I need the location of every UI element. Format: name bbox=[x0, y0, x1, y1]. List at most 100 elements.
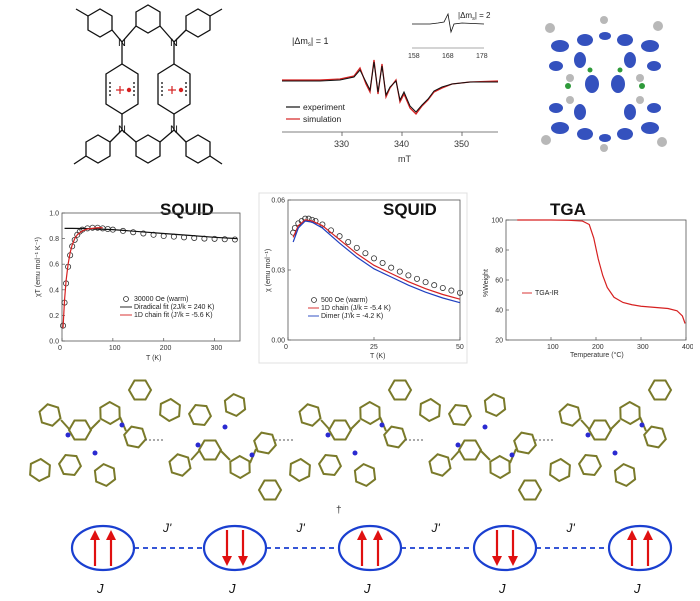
chart1-xlabel: T (K) bbox=[146, 355, 161, 362]
chart1-ytick: 0.6 bbox=[49, 262, 59, 269]
ring bbox=[257, 479, 283, 501]
nitrogen-atom bbox=[482, 424, 488, 430]
chart3-xtick: 300 bbox=[637, 344, 649, 351]
ring bbox=[428, 453, 452, 477]
chart2-point bbox=[371, 255, 378, 262]
spin-site-ellipse bbox=[472, 524, 538, 572]
ring bbox=[67, 419, 93, 441]
ring bbox=[99, 400, 121, 426]
chart2-point bbox=[336, 233, 343, 240]
chart2-point bbox=[405, 272, 412, 279]
epr-xlabel: mT bbox=[398, 154, 411, 164]
chart1-ylabel: χT (emu mol⁻¹ K⁻¹) bbox=[35, 237, 42, 297]
nitrogen-atom bbox=[92, 450, 98, 456]
chart2-ytick: 0.06 bbox=[271, 198, 285, 205]
ring bbox=[187, 403, 213, 427]
arrow-head bbox=[508, 556, 518, 566]
chart2-point bbox=[431, 282, 438, 289]
ring bbox=[38, 403, 62, 427]
chart2-point bbox=[413, 275, 420, 282]
epr-legend-experiment: experiment bbox=[303, 102, 346, 112]
chart1-xtick: 200 bbox=[160, 345, 172, 352]
chart3-ytick: 80 bbox=[495, 248, 503, 255]
jprime-label: J' bbox=[431, 521, 441, 535]
ring bbox=[168, 453, 192, 477]
chart1-point bbox=[99, 225, 106, 232]
chart1-point bbox=[160, 233, 167, 240]
chart3-xtick: 400 bbox=[682, 344, 693, 351]
arrow-head bbox=[627, 530, 637, 540]
chart3-ytick: 60 bbox=[495, 278, 503, 285]
chart3-legend-0: TGA-IR bbox=[535, 290, 559, 297]
ring bbox=[93, 462, 117, 488]
spin-site-ellipse bbox=[70, 524, 136, 572]
chart1-ytick: 0.4 bbox=[49, 287, 59, 294]
nitrogen-atom bbox=[195, 442, 201, 448]
svg-text:†: † bbox=[336, 505, 342, 515]
arrow-head bbox=[373, 530, 383, 540]
nitrogen-atom bbox=[65, 432, 71, 438]
chart2-point bbox=[422, 279, 429, 286]
chart2-point bbox=[362, 250, 369, 257]
j-label: J bbox=[96, 581, 104, 596]
ring bbox=[289, 457, 311, 483]
ring bbox=[327, 419, 353, 441]
chart2-xtick: 25 bbox=[370, 344, 378, 351]
chart1-xtick: 0 bbox=[58, 345, 62, 352]
chart1-xtick: 100 bbox=[109, 345, 121, 352]
ring bbox=[457, 439, 483, 461]
spin-chain-schematic: JJ'JJ'JJ'JJ'J bbox=[70, 521, 673, 596]
chart2-ytick: 0.03 bbox=[271, 268, 285, 275]
chart2-point bbox=[439, 284, 446, 291]
svg-text:N: N bbox=[170, 37, 178, 49]
ring bbox=[29, 457, 51, 483]
ring bbox=[317, 453, 343, 477]
ring bbox=[229, 454, 251, 480]
arrow-head bbox=[492, 556, 502, 566]
svg-text:N: N bbox=[118, 124, 126, 136]
chart2-point bbox=[388, 264, 395, 271]
chart1-ytick: 0.8 bbox=[49, 236, 59, 243]
nitrogen-atom bbox=[222, 424, 228, 430]
epr-inset-tick-168: 168 bbox=[442, 53, 454, 60]
chart1-point bbox=[130, 229, 137, 236]
epr-main-label: |Δms| = 1 bbox=[292, 36, 328, 48]
ring bbox=[447, 403, 473, 427]
nitrogen-atom bbox=[325, 432, 331, 438]
chart2-ytick: 0.00 bbox=[271, 338, 285, 345]
arrow-head bbox=[238, 556, 248, 566]
spin-site-ellipse bbox=[202, 524, 268, 572]
chart2-point bbox=[396, 268, 403, 275]
chart1-ytick: 0.0 bbox=[49, 339, 59, 346]
ring bbox=[419, 397, 441, 423]
epr-inset-tick-158: 158 bbox=[408, 53, 420, 60]
j-label: J bbox=[228, 581, 236, 596]
epr-experiment-trace bbox=[282, 61, 498, 113]
nitrogen-atom bbox=[352, 450, 358, 456]
spin-site-ellipse bbox=[337, 524, 403, 572]
nitrogen-atom bbox=[119, 422, 125, 428]
ring bbox=[359, 400, 381, 426]
chart1-point bbox=[211, 235, 218, 242]
ring bbox=[57, 453, 83, 477]
epr-inset: 158 168 178 |Δms| = 2 bbox=[408, 11, 491, 60]
chart1-legend-2: 1D chain fit (J'/k = -5.6 K) bbox=[134, 312, 213, 319]
chart2-xlabel: T (K) bbox=[370, 353, 385, 360]
spin-site-ellipse bbox=[607, 524, 673, 572]
j-label: J bbox=[633, 581, 641, 596]
arrow-head bbox=[222, 556, 232, 566]
jprime-label: J' bbox=[162, 521, 172, 535]
svg-text:N: N bbox=[170, 124, 178, 136]
epr-inset-tick-178: 178 bbox=[476, 53, 488, 60]
arrow-head bbox=[643, 530, 653, 540]
chart3-ytick: 40 bbox=[495, 308, 503, 315]
epr-tick-340: 340 bbox=[394, 139, 409, 149]
nitrogen-atom bbox=[455, 442, 461, 448]
nitrogen-atom bbox=[585, 432, 591, 438]
epr-legend-simulation: simulation bbox=[303, 114, 342, 124]
nitrogen-atom bbox=[379, 422, 385, 428]
chart2-point bbox=[456, 289, 463, 296]
